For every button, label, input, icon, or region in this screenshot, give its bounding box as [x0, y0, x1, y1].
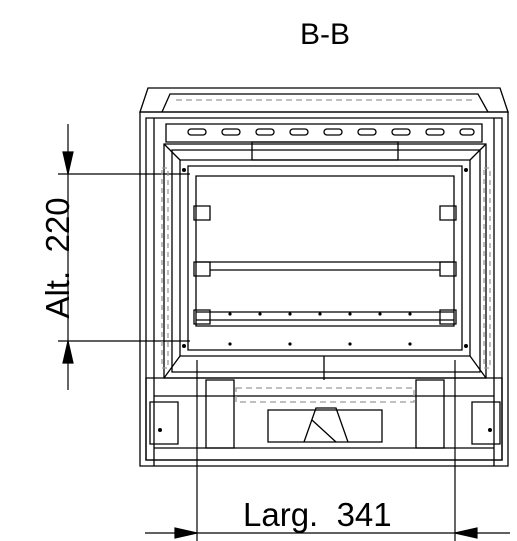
top-plate — [140, 88, 508, 112]
height-dimension — [58, 124, 190, 390]
height-dimension-text: Alt. 220 — [39, 197, 77, 318]
bolt-dots — [158, 168, 492, 432]
height-label: Alt. — [39, 270, 76, 319]
right-leg — [416, 380, 444, 448]
firebox-window — [196, 176, 454, 326]
firebox-frame — [180, 160, 470, 356]
top-plate-inner — [162, 94, 488, 112]
width-arrow-right — [455, 528, 477, 538]
left-leg — [206, 380, 234, 448]
width-label: Larg. — [243, 496, 319, 533]
height-arrow-top — [63, 152, 73, 174]
vent-slots — [188, 129, 474, 135]
width-dimension — [145, 360, 510, 541]
stove-section-view — [140, 88, 508, 466]
chamber-outer-frame — [164, 144, 486, 378]
height-value: 220 — [39, 197, 76, 253]
height-arrow-bottom — [63, 341, 73, 363]
width-dimension-text: Larg. 341 — [243, 496, 392, 534]
ash-tray — [268, 410, 382, 442]
width-arrow-left — [175, 528, 197, 538]
width-value: 341 — [336, 496, 392, 533]
section-label: B-B — [300, 18, 351, 51]
outer-body — [140, 112, 508, 466]
